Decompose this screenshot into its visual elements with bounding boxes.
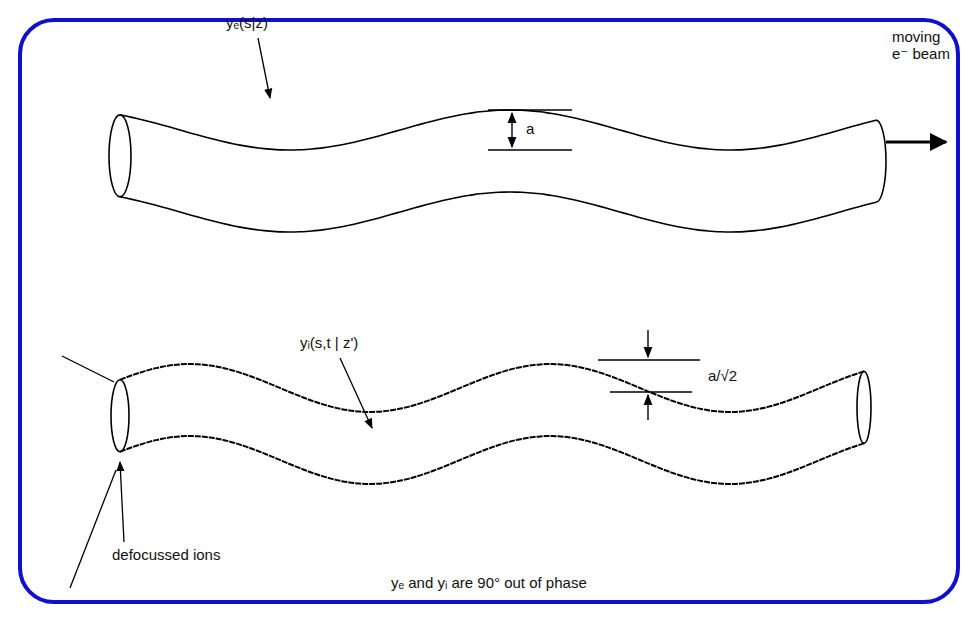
amplitude-marker: [598, 330, 700, 420]
frame: [20, 20, 958, 602]
amplitude-marker: [488, 110, 572, 150]
beam-end: [876, 120, 886, 202]
variable-label: yₑ(s|z): [226, 14, 268, 31]
ion-edge: [120, 364, 864, 412]
variable-label: yᵢ(s,t | z'): [300, 334, 358, 351]
ion-end: [111, 380, 129, 452]
caption: yₑ and yᵢ are 90° out of phase: [391, 574, 587, 591]
beam-edge: [120, 110, 876, 150]
beam-edge: [120, 192, 876, 232]
note-label: defocussed ions: [112, 546, 220, 563]
dimension-label: a: [526, 120, 534, 137]
direction-arrow: [886, 141, 946, 144]
beam-end: [109, 115, 131, 197]
leader-lines: [62, 38, 372, 588]
ion-edge: [120, 436, 864, 484]
note-label: moving e⁻ beam: [892, 28, 958, 63]
dimension-label: a/√2: [708, 367, 737, 384]
ion-end: [857, 371, 871, 443]
